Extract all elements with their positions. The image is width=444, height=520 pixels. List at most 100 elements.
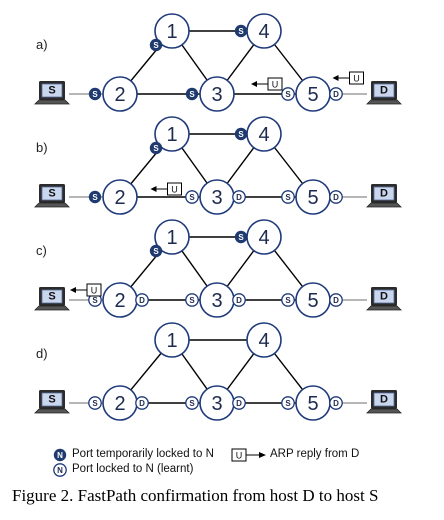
node-label: 1 [166,21,177,43]
port-label: S [153,144,159,153]
port-label: N [57,451,63,460]
port-locked-learnt: S [281,293,295,307]
port-circle [329,396,343,410]
host-keyboard [366,99,402,105]
node-label: 5 [307,84,318,106]
port-circle [149,141,163,155]
node-label: 5 [307,187,318,209]
arp-reply-message: U [150,182,182,196]
port-circle [329,190,343,204]
port-temporarily-locked: S [234,127,248,141]
host-screen [41,392,63,407]
port-label: D [139,399,145,408]
port-locked-learnt: D [329,293,343,307]
node-circle [102,179,138,215]
port-circle [135,396,149,410]
port-locked-learnt: S [281,190,295,204]
legend-arp-label: U [236,451,243,461]
host-D: D [366,390,402,414]
node-circle [246,322,282,358]
port-label: S [238,130,244,139]
message-arrow-head [70,287,76,293]
message-arrow-head [251,81,257,87]
node-label: 1 [166,227,177,249]
port-label: S [285,193,291,202]
port-locked-learnt: D [135,396,149,410]
message-box [86,283,102,297]
switch-node-1: 1 [154,322,190,358]
node-label: 3 [211,187,222,209]
message-box [167,182,182,196]
host-keyboard [34,99,70,105]
node-circle [199,76,235,112]
port-circle [88,87,102,101]
host-screen [373,186,395,201]
host-keyboard [366,408,402,414]
port-label: S [189,193,195,202]
host-screen [41,186,63,201]
port-locked-learnt: D [232,190,246,204]
switch-node-2: 2 [102,76,138,112]
port-label: S [238,233,244,242]
port-circle [185,87,199,101]
port-circle [185,190,199,204]
legend-locked-text: Port temporarily locked to N [72,448,214,460]
message-label: U [91,286,98,296]
node-circle [154,13,190,49]
switch-node-5: 5 [295,385,331,421]
port-label: S [92,193,98,202]
port-locked-learnt: D [329,396,343,410]
host-label: D [380,85,388,97]
port-label: D [236,399,242,408]
node-label: 4 [258,227,269,249]
port-label: D [333,90,339,99]
port-locked-learnt: S [185,396,199,410]
port-label: S [189,296,195,305]
port-locked-learnt: S [185,293,199,307]
host-D: D [366,184,402,208]
node-label: 2 [114,187,125,209]
node-label: 1 [166,330,177,352]
switch-node-4: 4 [246,219,282,255]
switch-node-3: 3 [199,385,235,421]
port-circle [234,230,248,244]
figure-caption: Figure 2. FastPath confirmation from hos… [12,486,379,505]
host-S: S [34,390,70,414]
port-temporarily-locked: S [185,87,199,101]
port-circle [329,293,343,307]
port-locked-learnt: D [329,87,343,101]
port-label: D [236,193,242,202]
port-temporarily-locked: S [149,244,163,258]
arp-reply-message: U [251,77,283,91]
host-S: S [34,81,70,105]
port-locked-learnt: D [135,293,149,307]
switch-node-5: 5 [295,76,331,112]
switch-node-4: 4 [246,116,282,152]
panel-label: b) [36,140,48,155]
switch-node-5: 5 [295,179,331,215]
port-temporarily-locked: N [53,448,67,462]
node-label: 4 [258,124,269,146]
node-label: 3 [211,393,222,415]
message-label: U [171,185,178,195]
port-label: S [285,90,291,99]
port-label: S [285,399,291,408]
node-circle [154,322,190,358]
node-label: 5 [307,290,318,312]
host-screen [373,289,395,304]
legend: NNU [53,448,266,477]
port-temporarily-locked: S [149,38,163,52]
switch-node-3: 3 [199,179,235,215]
port-label: S [238,27,244,36]
message-arrow-head [150,186,157,192]
switch-node-4: 4 [246,13,282,49]
port-locked-learnt: S [88,396,102,410]
port-circle [185,396,199,410]
switch-node-4: 4 [246,322,282,358]
arp-reply-message: U [332,71,364,85]
port-label: S [92,399,98,408]
host-keyboard [34,202,70,208]
host-label: D [380,394,388,406]
